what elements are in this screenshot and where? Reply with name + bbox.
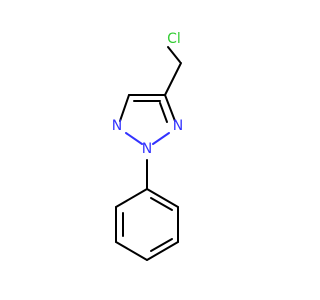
atom-label-n3: N (173, 118, 183, 134)
phenyl-bond-6 (115, 188, 148, 208)
bond-c4-ch2 (164, 62, 182, 96)
atom-label-n1: N (112, 118, 122, 134)
phenyl-double-2 (150, 238, 173, 252)
phenyl-double-1 (150, 197, 173, 211)
bond-ch2-cl (167, 46, 181, 63)
atom-label-cl: Cl (167, 31, 181, 47)
atom-label-n2: N (142, 141, 152, 157)
bond-c4-n3 (164, 94, 176, 122)
bond-c4-n3-inner (159, 102, 168, 123)
phenyl-bond-1 (146, 188, 179, 208)
phenyl-bond-3 (146, 241, 179, 261)
bond-n1-n2 (125, 132, 143, 145)
bond-c5-n1 (119, 94, 130, 122)
phenyl-bond-4 (115, 241, 148, 261)
molecule-diagram: Cl N N N (112, 31, 183, 261)
bond-n3-n2 (152, 132, 170, 145)
